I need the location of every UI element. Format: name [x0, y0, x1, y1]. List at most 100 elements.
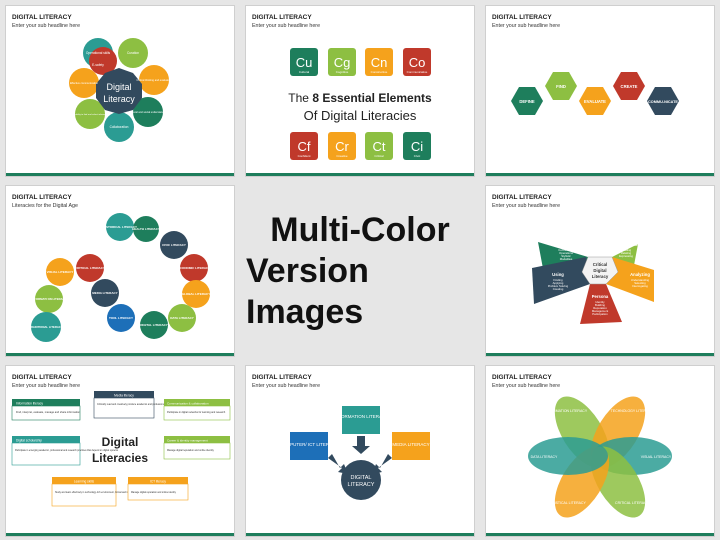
petal-label: Effective communication [70, 81, 99, 85]
petal-title: Using [552, 272, 564, 277]
tile-symbol: Co [409, 55, 426, 70]
slide-title: DIGITAL LITERACY [492, 374, 552, 381]
slide-thumbnail-8[interactable]: DIGITAL LITERACY Enter your sub headline… [246, 366, 474, 536]
circle-label: TOOL LITERACY [109, 316, 133, 320]
petal-item: Relating [621, 251, 632, 255]
headline-line-2: Of Digital Literacies [304, 108, 417, 123]
slide-thumbnail-3[interactable]: DIGITAL LITERACY Enter your sub headline… [486, 6, 714, 176]
center-label-3: Literacy [592, 274, 609, 279]
petal-item: Navigation [559, 245, 573, 249]
petal-item: Expressing [619, 254, 633, 258]
petal-item: Understanding [631, 278, 650, 282]
box-label: MEDIA LITERACY [392, 442, 429, 447]
tile-symbol: Cr [335, 139, 349, 154]
circle-label: TRADITIONAL LITERACY [29, 325, 63, 329]
center-label-2: Digital [593, 268, 606, 273]
slide-subtitle: Enter your sub headline here [492, 383, 561, 389]
literacy-circle [160, 231, 188, 259]
slide-title: DIGITAL LITERACY [12, 14, 72, 21]
center-label-1: Digital [102, 435, 139, 449]
circle-label: INFORMATI ON LITERACY [31, 297, 66, 301]
slide-subtitle: Enter your sub headline here [252, 383, 321, 389]
hexagon-process-diagram: DEFINE FIND EVALUATE CREATE COMMU-NICATE [511, 72, 679, 115]
box-header [164, 399, 230, 406]
petal-ellipse [528, 437, 608, 475]
headline-bold: 8 Essential Elements [312, 91, 432, 105]
slide-subtitle: Enter your sub headline here [12, 23, 81, 29]
tile-symbol: Cg [334, 55, 351, 70]
tile-caption: Civic [414, 154, 421, 158]
petal-circle [89, 47, 117, 75]
literacy-circle [35, 285, 63, 313]
tile-caption: Constructive [371, 70, 388, 74]
box-text: Study and learn effectively in technolog… [55, 491, 135, 494]
petal-shape [580, 284, 622, 324]
multi-color-version-heading: Multi-Color Version Images [246, 186, 474, 356]
slide-thumbnail-4[interactable]: DIGITAL LITERACY Literacies for the Digi… [6, 186, 234, 356]
element-tile [365, 48, 393, 76]
petal-item: Conventions [558, 248, 574, 252]
box-body [163, 442, 231, 460]
hex-label: COMMU-NICATE [648, 100, 678, 104]
petal-label: STATISTICAL LITERACY [546, 501, 586, 505]
petal-label: E-safety [92, 63, 104, 67]
slide-thumbnail-2[interactable]: DIGITAL LITERACY Enter your sub headline… [246, 6, 474, 176]
petal-circle [104, 112, 134, 142]
box-text: Manage digital reputation and online ide… [131, 491, 177, 494]
literacy-circle [140, 311, 168, 339]
petal-item: Operations [559, 251, 573, 255]
slide-thumbnail-7[interactable]: DIGITAL LITERACY Enter your sub headline… [6, 366, 234, 536]
hex-label: DEFINE [519, 99, 535, 104]
circle-label: DATA LITERACY [170, 316, 194, 320]
tile-symbol: Cn [371, 55, 388, 70]
circle-label: HISTORICAL LITERACY [103, 225, 137, 229]
center-hub [581, 256, 619, 285]
petal-label: TECHNOLOGY LITERACY [611, 409, 654, 413]
digital-literacies-boxes-diagram: Information literacy Find, interpret, ev… [11, 391, 231, 507]
petal-label: Curation [127, 51, 139, 55]
element-tile [328, 48, 356, 76]
petal-circle [75, 99, 105, 129]
literacy-circle [133, 216, 159, 242]
box-text: Find, interpret, evaluate, manage and sh… [16, 410, 80, 414]
box-text: Participate in digital networks for lear… [167, 411, 226, 414]
petal-item: Interrogating [632, 284, 648, 288]
slide-title: DIGITAL LITERACY [492, 194, 552, 201]
arrow-down-icon [352, 436, 370, 454]
slide-footer-bar [486, 533, 714, 536]
petal-item: Selecting [634, 281, 646, 285]
slide-thumbnail-9[interactable]: DIGITAL LITERACY Enter your sub headline… [486, 366, 714, 536]
element-tile [290, 48, 318, 76]
petal-title: Persona [592, 294, 609, 299]
heading-line-2: Version Images [246, 251, 369, 331]
petal-title: Decoding [556, 240, 576, 245]
petal-label: Operational skills [86, 51, 111, 55]
slide-thumbnail-1[interactable]: DIGITAL LITERACY Enter your sub headline… [6, 6, 234, 176]
petal-label: DATA LITERACY [531, 455, 558, 459]
tile-symbol: Cf [298, 139, 311, 154]
circle-label: ECONOMIC LITERACY [178, 266, 210, 270]
circle-label: HEALTH LITERACY [132, 227, 160, 231]
headline-line-1: The 8 Essential Elements [288, 91, 432, 105]
tile-caption: Communicative [407, 70, 428, 74]
petal-shape [532, 257, 590, 304]
element-tile [403, 132, 431, 160]
petal-shape [606, 257, 654, 302]
petal-item: Finding [553, 278, 563, 282]
petal-item: Management [592, 309, 609, 313]
digital-literacy-flower-diagram: Digital Literacy Operational skills Cura… [69, 38, 172, 142]
hex-label: EVALUATE [584, 99, 606, 104]
hex-shape [647, 87, 679, 115]
circle-label: DIGITAL LITERACY [140, 323, 168, 327]
petal-item: Stylistic [561, 254, 571, 258]
center-label-2: LITERACY [348, 482, 375, 488]
slide-footer-bar [246, 173, 474, 176]
literacy-circle [46, 258, 74, 286]
slide-thumbnail-5[interactable]: DIGITAL LITERACY Enter your sub headline… [486, 186, 714, 356]
petal-item: Creating [553, 287, 564, 291]
petal-item: Building [595, 303, 605, 307]
hex-shape [511, 87, 543, 115]
petal-item: Identity [595, 300, 605, 304]
hex-shape [545, 72, 577, 100]
hex-label: FIND [556, 84, 566, 89]
